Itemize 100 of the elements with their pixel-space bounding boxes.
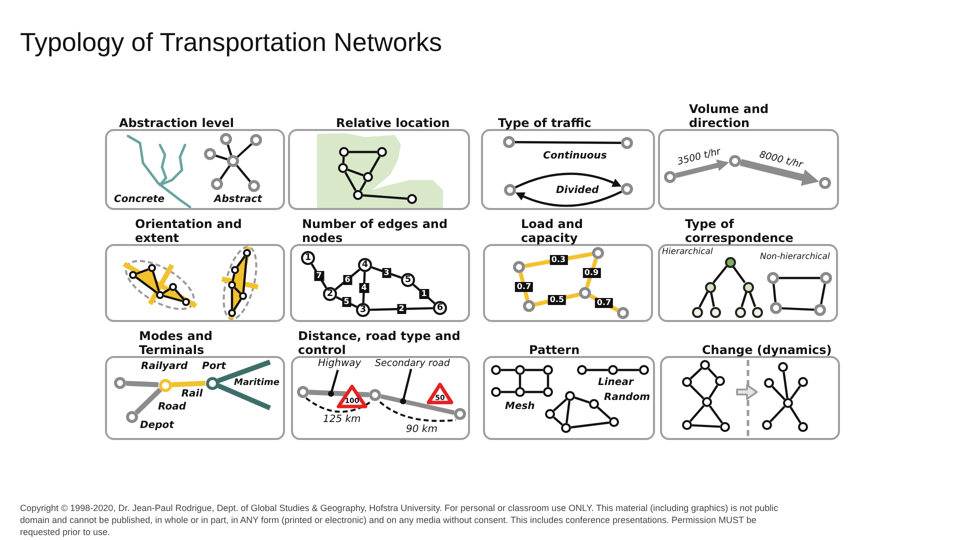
- network-node: [700, 360, 710, 370]
- panel-heading: Load and capacity: [521, 217, 584, 245]
- network-node: [729, 155, 741, 167]
- connector-line: [698, 291, 708, 308]
- connector-line: [217, 383, 271, 410]
- network-node: [767, 272, 779, 284]
- arrow: [740, 159, 820, 186]
- edge-label: 0.7: [594, 298, 614, 308]
- network-node: [369, 389, 381, 401]
- diagram-label: Linear: [598, 377, 634, 388]
- network-node: [682, 377, 692, 387]
- panel-heading: Type of correspondence: [685, 217, 794, 245]
- connector-line: [136, 276, 158, 294]
- diagram-label: 125 km: [323, 414, 361, 426]
- panel-heading: Relative location: [336, 116, 451, 130]
- network-node: [231, 266, 239, 274]
- connector-line: [566, 400, 570, 424]
- panel-heading: Type of traffic: [498, 116, 592, 130]
- network-node: [454, 408, 466, 420]
- connector-line: [740, 292, 748, 308]
- connector-line: [709, 405, 723, 424]
- node-label: Port: [202, 361, 226, 372]
- network-node: [228, 309, 236, 317]
- network-node: [715, 376, 725, 386]
- network-node: [228, 281, 236, 289]
- network-node: [682, 420, 692, 430]
- edge-label: 5: [342, 297, 352, 307]
- network-node: [114, 377, 126, 389]
- network-node: [239, 292, 247, 300]
- connector-line: [308, 390, 370, 398]
- network-node: [798, 377, 808, 387]
- network-node: [248, 180, 260, 192]
- connector-line: [344, 172, 357, 192]
- connector-line: [220, 165, 230, 180]
- network-node: [639, 365, 649, 375]
- network-node: [621, 183, 633, 195]
- numbered-node: 4: [358, 258, 372, 272]
- connector-line: [525, 368, 543, 372]
- connector-line: [553, 416, 563, 426]
- network-node: [156, 291, 164, 299]
- panel-heading: Orientation and extent: [135, 217, 243, 245]
- network-node: [778, 362, 788, 372]
- connector-line: [342, 156, 345, 164]
- network-node: [798, 422, 808, 432]
- connector-line: [233, 298, 242, 310]
- network-node: [126, 411, 138, 423]
- network-node: [720, 422, 730, 432]
- network-node: [579, 287, 591, 299]
- network-node: [158, 378, 172, 392]
- edge-label: 7: [314, 271, 324, 281]
- edge-label: Rail: [181, 388, 203, 400]
- edge-label: 6: [342, 274, 352, 284]
- connector-line: [501, 390, 515, 394]
- network-node: [820, 272, 832, 284]
- panel-heading: Pattern: [529, 343, 581, 357]
- connector-line: [692, 424, 720, 428]
- network-node: [592, 247, 604, 259]
- edge-label: 3: [382, 268, 392, 278]
- network-node: [710, 306, 720, 318]
- network-node: [543, 387, 553, 397]
- network-node: [169, 283, 177, 291]
- numbered-node: 5: [401, 273, 415, 287]
- connector-line: [501, 368, 515, 372]
- connector-line: [779, 276, 820, 280]
- diagram-label: Mesh: [505, 401, 535, 412]
- network-node: [182, 298, 190, 306]
- edge-label: 0.5: [548, 294, 566, 304]
- network-node: [523, 300, 535, 312]
- connector-line: [412, 284, 436, 304]
- network-node: [742, 282, 754, 292]
- network-node: [297, 386, 309, 398]
- network-node: [250, 134, 262, 146]
- diagram-label: Concrete: [114, 194, 165, 205]
- connector-line: [215, 154, 228, 160]
- connector-line: [236, 143, 252, 158]
- network-node: [734, 306, 746, 318]
- connector-line: [217, 360, 271, 384]
- network-node: [545, 409, 555, 419]
- network-node: [561, 423, 571, 433]
- connector-line: [790, 385, 801, 400]
- arrow: [515, 190, 622, 207]
- network-node: [504, 184, 516, 196]
- network-node: [515, 387, 525, 397]
- network-node: [702, 397, 712, 407]
- edge-label: Road: [158, 402, 186, 412]
- arrow: [675, 159, 730, 178]
- network-node: [243, 249, 251, 257]
- panel-heading: Volume and direction: [689, 102, 770, 130]
- connector-line: [790, 406, 802, 424]
- connector-line: [518, 375, 522, 387]
- connector-line: [359, 180, 367, 192]
- connector-line: [515, 141, 621, 144]
- copyright-notice: Copyright © 1998-2020, Dr. Jean-Paul Rodrigue, Dept. of Global Studies & Geography, Hofstra University. For personal or classroom use ONLY. This material (including graphics) is not public domain and cannot be published, in whole or in part, in ANY form (printed or electronic) and on any media without consent. This includes conference presentations. Permission MUST be requested prior to use.: [20, 502, 780, 538]
- network-node: [503, 136, 515, 148]
- connector-line: [772, 386, 786, 400]
- network-node: [565, 391, 575, 401]
- warning-sign: [336, 384, 368, 408]
- network-node: [724, 256, 736, 268]
- connector-line: [362, 194, 408, 200]
- edge-label: 2: [396, 304, 406, 314]
